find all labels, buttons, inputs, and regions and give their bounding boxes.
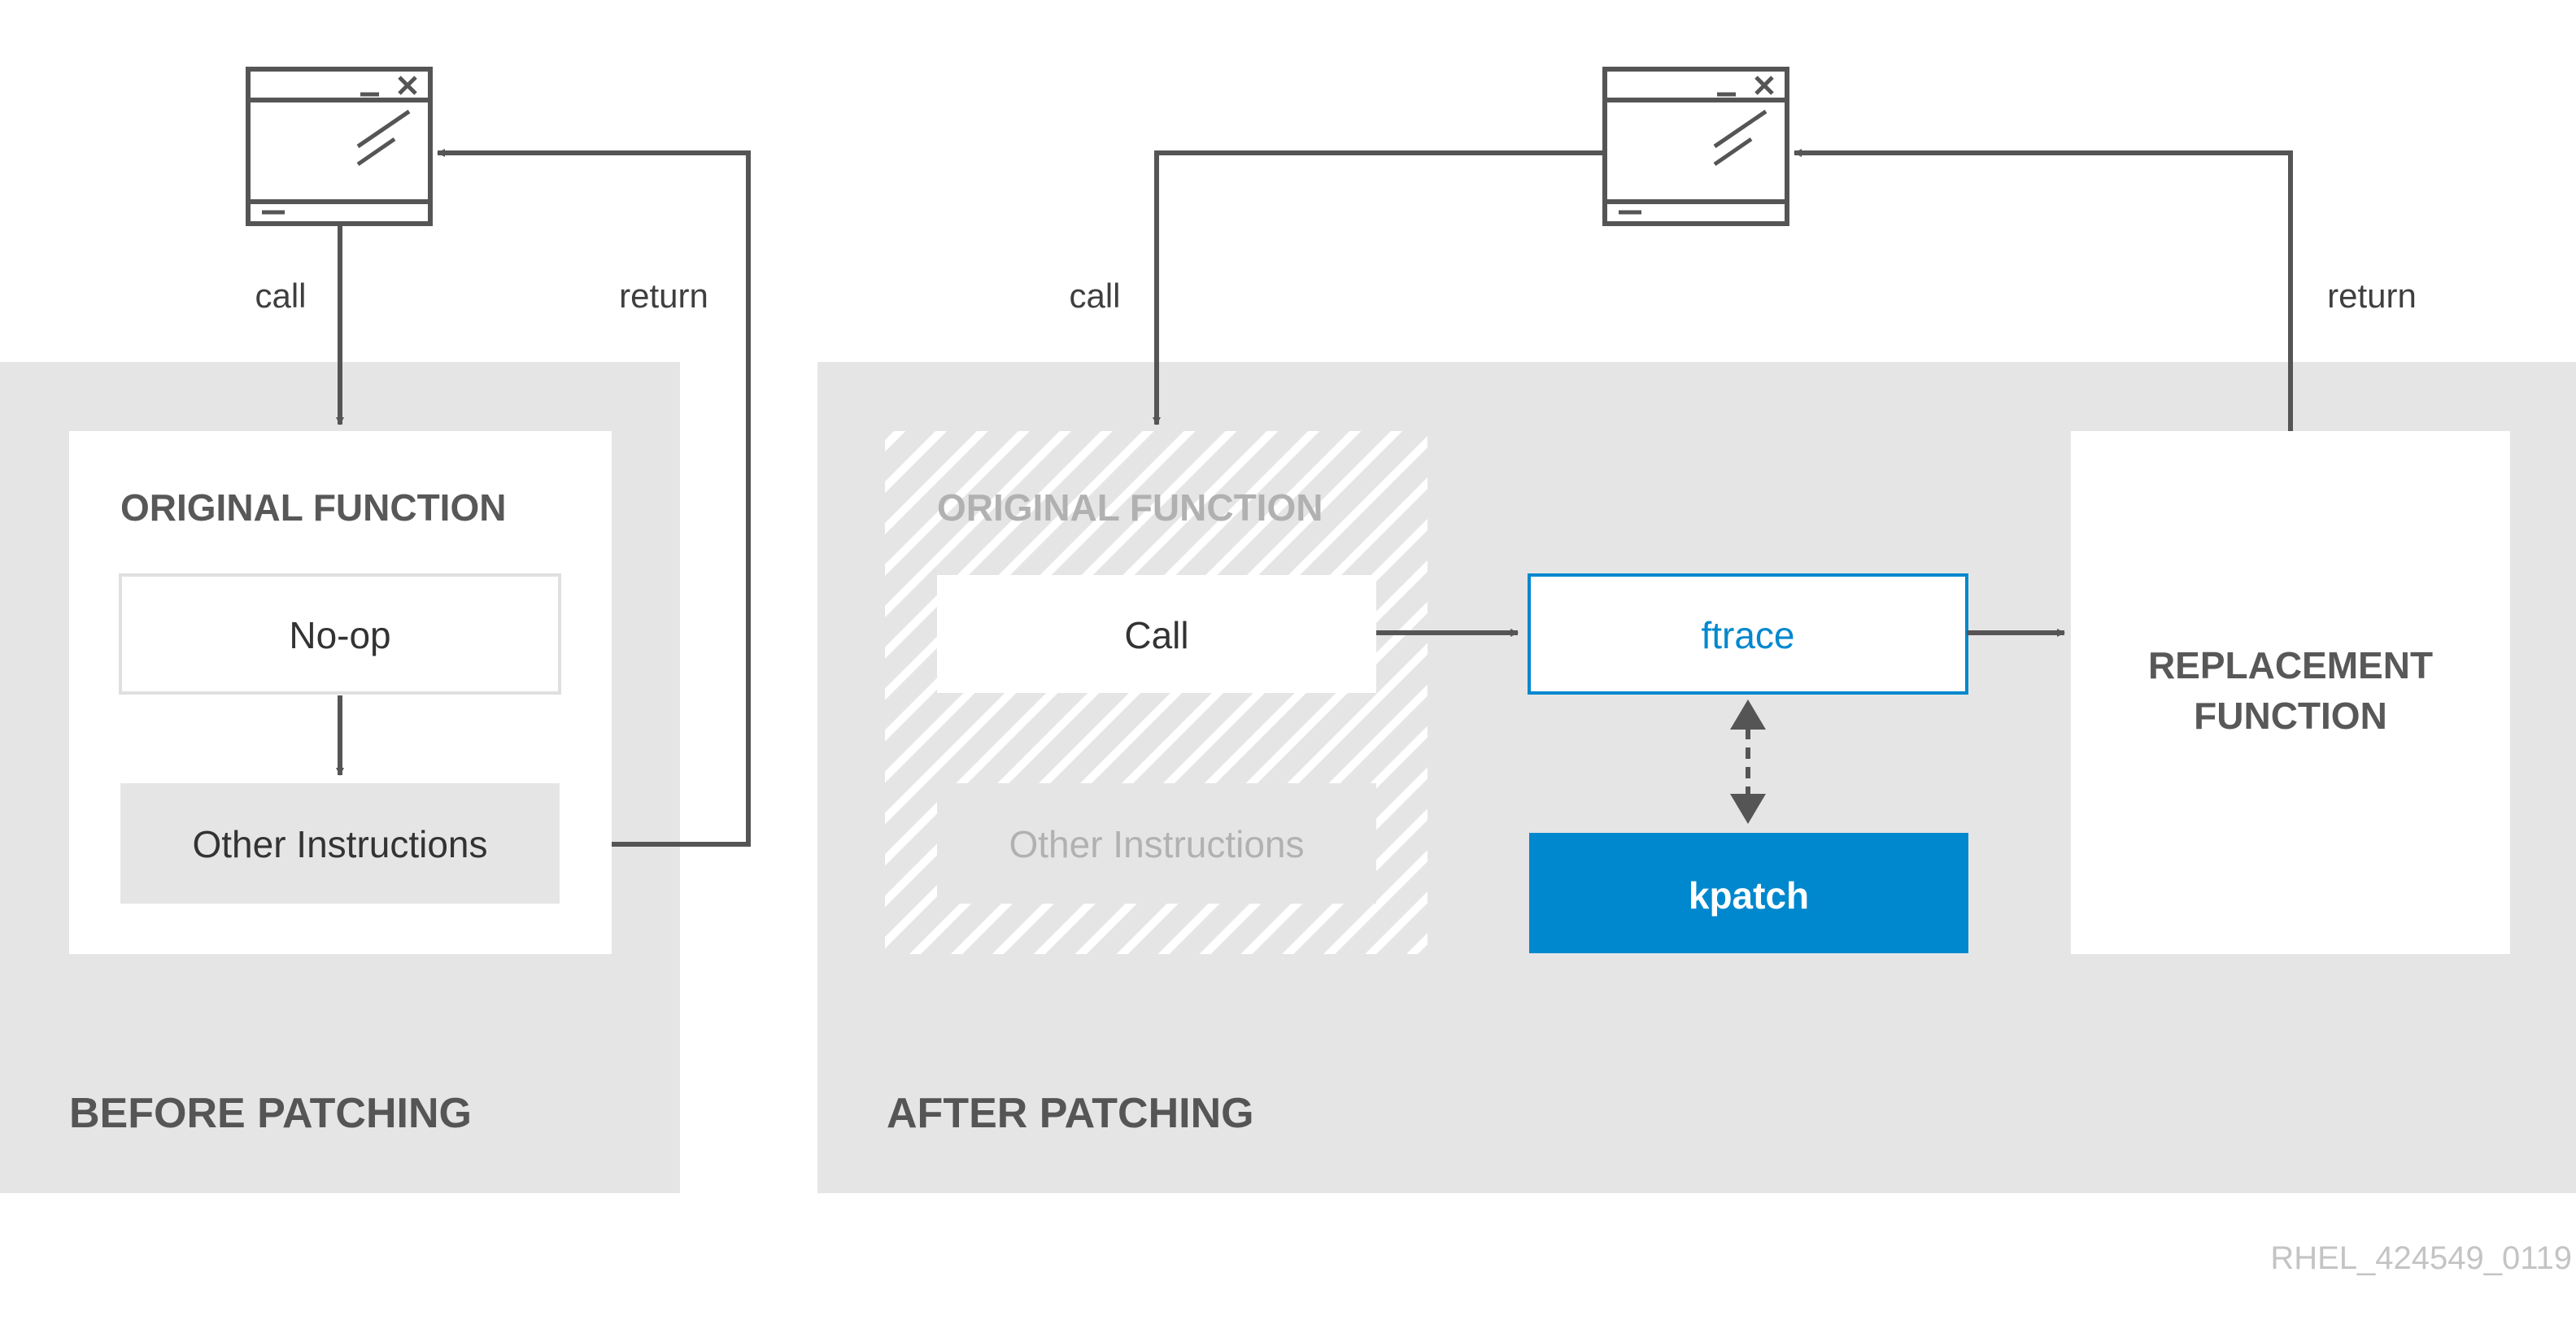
after-call-label: call (1069, 277, 1120, 315)
before-return-arrow (437, 149, 751, 847)
after-function-title: ORIGINAL FUNCTION (937, 486, 1323, 529)
replacement-function-box (2071, 431, 2510, 954)
call-box (937, 575, 1376, 693)
application-window-icon (1602, 67, 1789, 226)
before-call-label: call (255, 277, 306, 315)
before-function-title: ORIGINAL FUNCTION (120, 486, 506, 529)
before-other-instructions-box (120, 783, 560, 904)
after-return-label: return (2327, 277, 2417, 315)
noop-label: No-op (289, 614, 390, 656)
ftrace-box (1528, 573, 1968, 695)
image-id-label: RHEL_424549_0119 (2270, 1240, 2572, 1276)
before-other-instructions-label: Other Instructions (192, 823, 487, 865)
ftrace-kpatch-link (1730, 699, 1766, 824)
after-return-arrow (1794, 149, 2293, 431)
before-patching-label: BEFORE PATCHING (69, 1090, 472, 1137)
application-window-icon (246, 67, 433, 226)
replacement-label-line1: REPLACEMENT (2148, 644, 2433, 686)
after-call-arrow (1153, 150, 1605, 425)
replacement-label-line2: FUNCTION (2194, 695, 2387, 737)
before-return-label: return (619, 277, 708, 315)
after-other-instructions-label: Other Instructions (1009, 823, 1304, 865)
kpatch-label: kpatch (1689, 874, 1809, 917)
ftrace-label: ftrace (1701, 614, 1794, 656)
kpatch-box (1529, 833, 1968, 953)
after-other-instructions-box (937, 783, 1376, 904)
call-box-label: Call (1124, 614, 1188, 656)
after-patching-label: AFTER PATCHING (887, 1090, 1254, 1137)
noop-box (119, 573, 561, 695)
